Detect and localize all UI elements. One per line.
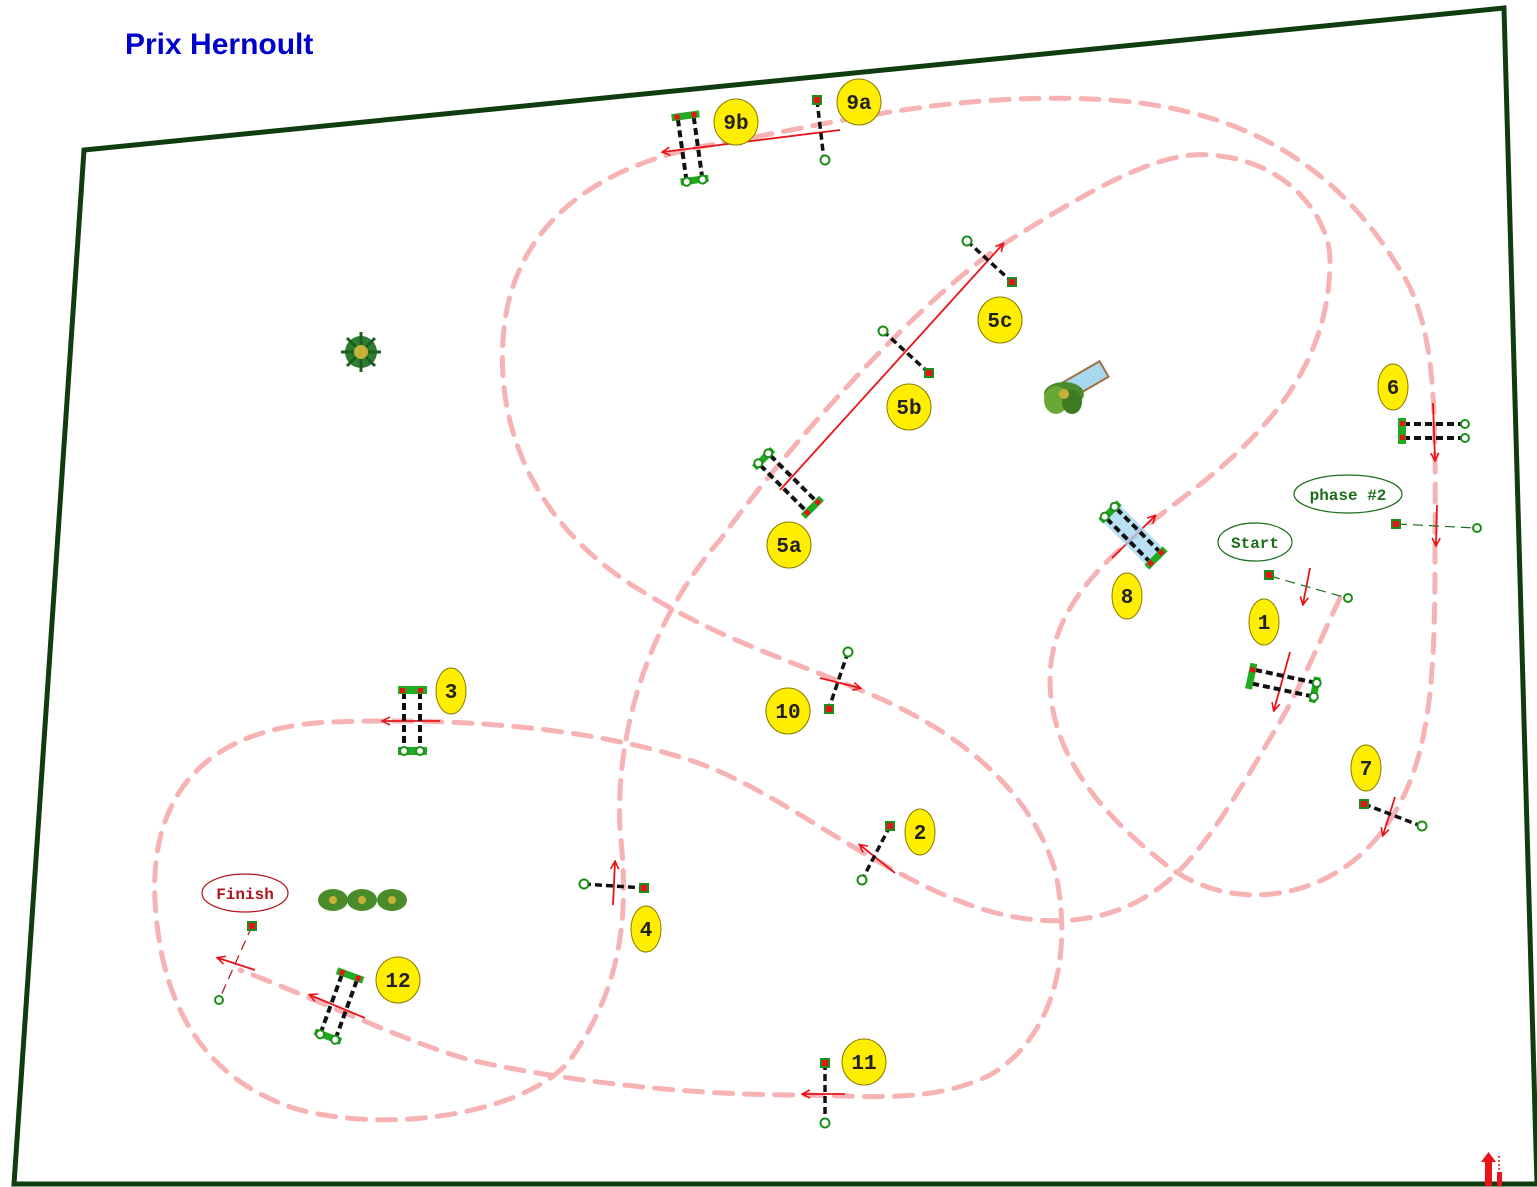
obstacle-number-7: 7: [1350, 744, 1382, 792]
phase-2-tag-label: phase #2: [1310, 487, 1387, 505]
obstacle-number-12: 12: [375, 956, 421, 1004]
start-line: [1264, 570, 1353, 603]
fence-9b: [671, 110, 709, 187]
obstacle-number-9a: 9a: [836, 78, 882, 126]
fence-2: [856, 821, 895, 886]
obstacle-number-4: 4: [630, 905, 662, 953]
obstacle-number-label: 3: [445, 682, 458, 705]
obstacle-number-label: 2: [914, 823, 927, 846]
tree-icon: [341, 332, 381, 372]
fence-4: [578, 878, 649, 893]
obstacle-number-label: 1: [1258, 613, 1271, 636]
fence-5b: [877, 325, 934, 378]
fence-10: [824, 646, 854, 714]
obstacle-number-5a: 5a: [766, 521, 812, 569]
palm-tree-icon: [1044, 382, 1084, 414]
start-tag-label: Start: [1231, 535, 1279, 553]
entrance-gate-icon: [1481, 1152, 1502, 1186]
finish-tag: Finish: [201, 873, 289, 913]
course-title: Prix Hernoult: [125, 28, 314, 61]
obstacle-number-3: 3: [435, 667, 467, 715]
phase-2-line: [1391, 519, 1482, 533]
fence-7: [1359, 799, 1428, 832]
fence-12: [313, 967, 365, 1045]
arena-border: [11, 5, 1537, 1187]
palm-tree-icon: [318, 889, 348, 911]
fence-8-water: [1098, 500, 1168, 570]
obstacle-number-10: 10: [765, 687, 811, 735]
obstacle-number-label: 11: [851, 1053, 876, 1076]
obstacle-number-6: 6: [1377, 363, 1409, 411]
obstacle-number-label: 9b: [723, 113, 748, 136]
obstacle-number-5c: 5c: [977, 296, 1023, 344]
fence-3: [398, 686, 427, 756]
obstacle-number-label: 9a: [846, 93, 872, 116]
obstacle-number-label: 5b: [896, 398, 921, 421]
obstacle-number-label: 7: [1360, 759, 1373, 782]
fence-1: [1245, 662, 1322, 704]
obstacle-number-label: 4: [640, 920, 653, 943]
palm-tree-icon: [347, 889, 377, 911]
fence-5a: [751, 446, 825, 520]
obstacle-number-label: 10: [775, 702, 800, 725]
obstacle-number-label: 12: [385, 971, 410, 994]
fence-5c: [961, 235, 1017, 287]
obstacle-number-label: 6: [1387, 378, 1400, 401]
obstacle-number-11: 11: [841, 1038, 887, 1086]
finish-line: [214, 921, 257, 1005]
fence-11: [819, 1058, 831, 1129]
obstacle-number-8: 8: [1111, 572, 1143, 620]
route-path: [152, 95, 1438, 1123]
fence-6: [1398, 418, 1470, 444]
obstacle-number-label: 8: [1121, 587, 1134, 610]
obstacle-number-1: 1: [1248, 598, 1280, 646]
fence-9a: [812, 95, 831, 166]
obstacle-number-2: 2: [904, 808, 936, 856]
palm-tree-icon: [377, 889, 407, 911]
phase-2-tag: phase #2: [1293, 474, 1403, 514]
finish-tag-label: Finish: [216, 886, 274, 904]
obstacle-number-5b: 5b: [886, 383, 932, 431]
obstacle-number-label: 5c: [987, 311, 1012, 334]
obstacle-number-9b: 9b: [713, 98, 759, 146]
obstacle-number-label: 5a: [776, 536, 802, 559]
start-tag: Start: [1217, 522, 1293, 562]
